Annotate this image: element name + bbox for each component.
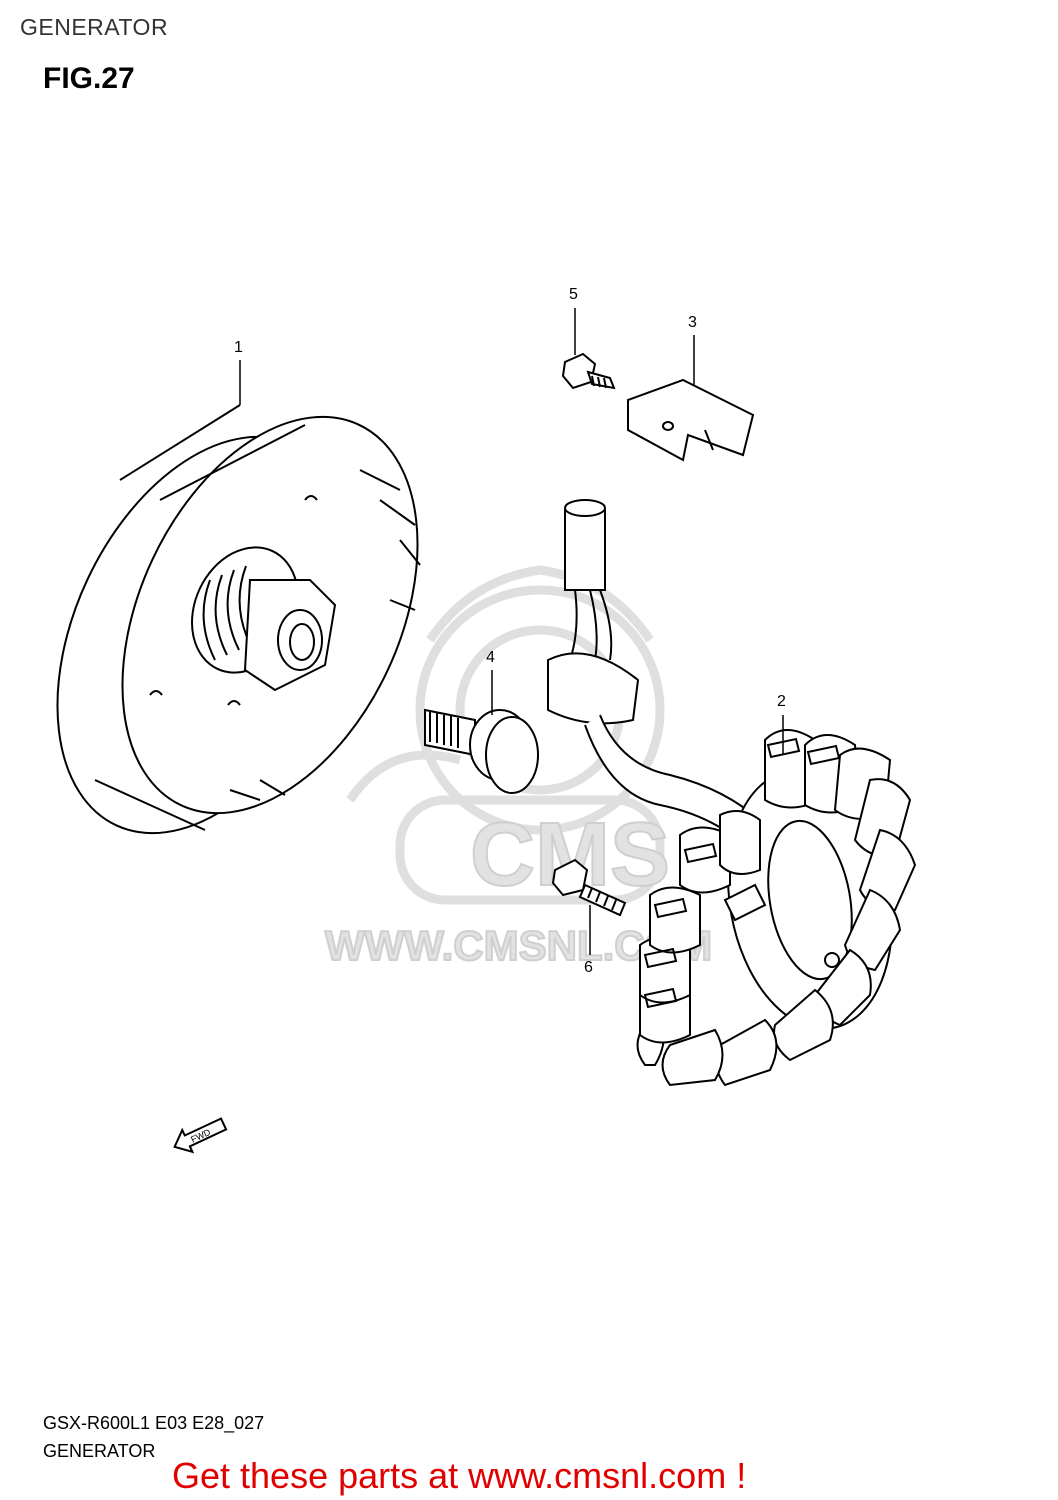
part-clamp-3 xyxy=(627,378,755,462)
footer-section-name: GENERATOR xyxy=(43,1441,156,1461)
callout-3: 3 xyxy=(688,314,697,331)
watermark xyxy=(346,565,665,905)
part-stator xyxy=(547,499,917,1087)
part-rotor xyxy=(56,404,421,835)
page-header-title: GENERATOR xyxy=(20,14,169,40)
callout-6: 6 xyxy=(584,959,593,976)
callout-2: 2 xyxy=(777,693,786,710)
part-bolt-6 xyxy=(551,858,627,917)
footer-cta-link[interactable]: Get these parts at www.cmsnl.com ! xyxy=(172,1455,747,1496)
part-bolt-5 xyxy=(561,352,616,390)
fwd-arrow-icon: FWD xyxy=(173,1117,228,1154)
callout-4: 4 xyxy=(486,649,495,666)
stator-coils xyxy=(636,729,917,1087)
figure-label: FIG.27 xyxy=(43,62,135,95)
part-bolt-4 xyxy=(424,708,539,794)
footer-model-code: GSX-R600L1 E03 E28_027 xyxy=(43,1413,265,1433)
callout-5: 5 xyxy=(569,286,578,303)
callout-1: 1 xyxy=(234,339,243,356)
